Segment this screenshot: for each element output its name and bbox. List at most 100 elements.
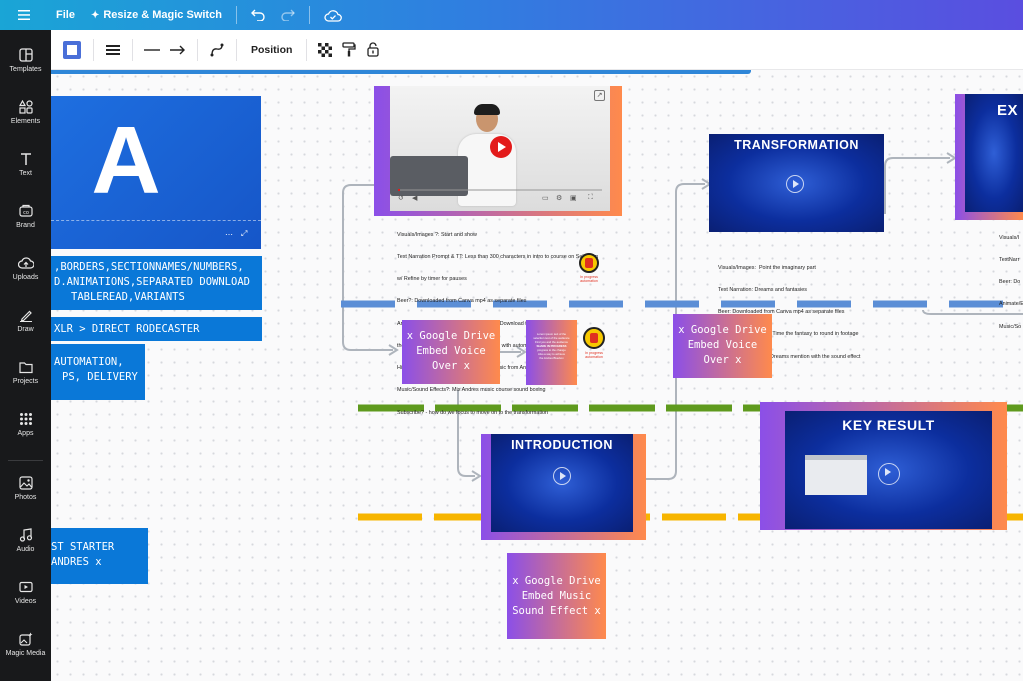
sidebar-item-projects[interactable]: Projects (0, 360, 51, 385)
sidebar-item-templates[interactable]: Templates (0, 48, 51, 73)
sidebar-item-magic-media[interactable]: Magic Media (0, 632, 51, 657)
sidebar-item-audio[interactable]: Audio (0, 528, 51, 553)
google-drive-voice-embed-2[interactable]: x Google Drive Embed Voice Over x (673, 314, 772, 378)
redo-icon (281, 9, 295, 21)
fullscreen-icon[interactable]: ⛶ (588, 194, 593, 201)
templates-icon (18, 48, 33, 62)
more-options-icon[interactable]: ⋯ (225, 230, 233, 239)
line-start-button[interactable] (139, 37, 165, 63)
sidebar-item-label: Magic Media (5, 650, 46, 657)
google-drive-voice-embed-1[interactable]: x Google Drive Embed Voice Over x (402, 320, 500, 384)
volume-icon[interactable]: ◀ (412, 195, 418, 202)
text-line: AUTOMATION, (54, 356, 124, 368)
text-box-starter[interactable]: ST STARTER ANDRES x (51, 528, 148, 584)
text-line: ANDRES x (51, 556, 102, 568)
slide-title: EX (997, 102, 1019, 119)
ex-slide[interactable]: EX (965, 94, 1023, 212)
embedded-video[interactable]: ↺ ◀ ⚙ ▭ ▣ ⛶ ↗ (390, 86, 610, 211)
line-icon (144, 48, 160, 51)
sidebar-item-uploads[interactable]: Uploads (0, 256, 51, 281)
selected-line[interactable] (51, 70, 751, 74)
external-link-icon[interactable]: ↗ (594, 90, 605, 101)
card-line: Lorem ipsum text of the (536, 332, 567, 336)
note-line: Visuals/Images ?: Start and show (397, 231, 477, 238)
captions-icon[interactable]: ▭ (542, 195, 549, 202)
mini-slide-card[interactable]: Lorem ipsum text of the selection text o… (526, 320, 577, 385)
logo-letter: A (91, 107, 161, 214)
sidebar-item-label: Apps (17, 430, 34, 437)
badge-label: In progress (580, 275, 598, 279)
side-rail: Templates Elements Text co Brand Uploads… (0, 30, 51, 681)
in-progress-badge-2[interactable]: In progress automation (581, 327, 607, 367)
line-weight-icon (106, 44, 120, 55)
script-notes-ex[interactable]: Visuals/I TextNarr Beer: Do Animate/E Mu… (999, 220, 1023, 346)
design-canvas[interactable]: A ⋯ ⤢ ,BORDERS,SECTIONNAMES/NUMBERS, D.A… (51, 70, 1023, 681)
line-type-button[interactable] (204, 37, 230, 63)
play-button-icon[interactable] (490, 136, 512, 158)
position-button[interactable]: Position (251, 43, 293, 56)
note-line: Music/Sound Effects?: Mix Andres music c… (397, 387, 546, 394)
sidebar-item-brand[interactable]: co Brand (0, 204, 51, 229)
copy-style-button[interactable] (337, 37, 361, 63)
note-line: Text Narration: Dreams and fantasies (718, 287, 807, 294)
resize-label: Resize & Magic Switch (103, 9, 222, 21)
play-icon[interactable] (553, 467, 571, 485)
divider (93, 38, 94, 61)
line-weight-button[interactable] (100, 37, 126, 63)
context-toolbar: Position (51, 30, 1023, 70)
embed-line: Embed Voice (687, 339, 758, 351)
badge-label: automation (585, 355, 603, 359)
slide-title: KEY RESULT (842, 417, 935, 433)
redo-button[interactable] (273, 0, 303, 30)
divider (197, 38, 198, 61)
text-line: XLR > DIRECT RODECASTER (54, 323, 200, 335)
sidebar-item-apps[interactable]: Apps (0, 412, 51, 437)
sidebar-item-elements[interactable]: Elements (0, 100, 51, 125)
play-icon[interactable] (786, 175, 804, 193)
menu-button[interactable] (0, 0, 48, 30)
transparency-button[interactable] (313, 37, 337, 63)
text-line: ,BORDERS,SECTIONNAMES/NUMBERS, (54, 261, 244, 273)
video-progress-bar[interactable] (398, 189, 602, 191)
sidebar-item-videos[interactable]: Videos (0, 580, 51, 605)
sidebar-item-label: Uploads (12, 274, 39, 281)
video-controls[interactable]: ↺ ◀ ⚙ ▭ ▣ ⛶ (398, 194, 602, 204)
uploads-icon (17, 257, 34, 269)
sidebar-item-label: Draw (17, 326, 34, 333)
logo-slide[interactable]: A ⋯ ⤢ (51, 96, 261, 249)
embed-line: Embed Music (521, 590, 592, 602)
text-box-automation[interactable]: AUTOMATION, PS, DELIVERY (51, 344, 145, 400)
slide-title: INTRODUCTION (511, 438, 613, 452)
text-box-xlr[interactable]: XLR > DIRECT RODECASTER (51, 317, 262, 341)
resize-magic-switch-button[interactable]: ✦ Resize & Magic Switch (83, 0, 230, 30)
transformation-slide[interactable]: TRANSFORMATION (709, 134, 884, 232)
cloud-save-button[interactable] (316, 0, 350, 30)
sidebar-item-text[interactable]: Text (0, 152, 51, 177)
sidebar-item-photos[interactable]: Photos (0, 476, 51, 501)
key-result-slide[interactable]: KEY RESULT (785, 411, 992, 529)
file-menu[interactable]: File (56, 9, 75, 21)
replay-icon[interactable]: ↺ (398, 195, 404, 202)
lock-button[interactable] (361, 37, 385, 63)
text-box-borders[interactable]: ,BORDERS,SECTIONNAMES/NUMBERS, D.ANIMATI… (51, 256, 262, 310)
text-line: TABLEREAD,VARIANTS (71, 291, 185, 303)
play-icon[interactable] (878, 463, 900, 485)
settings-icon[interactable]: ⚙ (556, 195, 563, 202)
embed-line: x Google Drive (406, 330, 496, 342)
in-progress-badge[interactable]: In progress automation (577, 253, 601, 291)
card-line: progress to the change (537, 348, 566, 352)
sidebar-item-draw[interactable]: Draw (0, 308, 51, 333)
text-line: PS, DELIVERY (62, 371, 138, 383)
expand-icon[interactable]: ⤢ (241, 229, 248, 238)
introduction-slide[interactable]: INTRODUCTION (491, 434, 633, 532)
fill-color-button[interactable] (57, 37, 87, 63)
miniplayer-icon[interactable]: ▣ (570, 195, 577, 202)
embed-line: Over x (432, 360, 470, 372)
undo-button[interactable] (243, 0, 273, 30)
slide-title: TRANSFORMATION (734, 138, 859, 152)
note-line: Beer: Downloaded from Canva mp4 as separ… (718, 309, 845, 316)
line-end-button[interactable] (165, 37, 191, 63)
card-line: Also a way to achieve (537, 352, 566, 356)
google-drive-music-embed[interactable]: x Google Drive Embed Music Sound Effect … (507, 553, 606, 639)
paint-roller-icon (342, 42, 357, 57)
